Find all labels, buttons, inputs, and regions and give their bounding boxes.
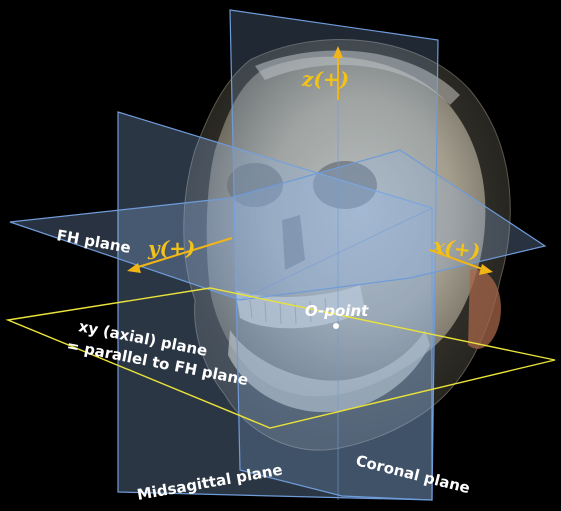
z-axis-label: z(+) [301,67,349,91]
o-point-marker [333,323,339,329]
o-point-label: O-point [305,302,369,320]
y-axis-label: y(+) [147,236,195,260]
